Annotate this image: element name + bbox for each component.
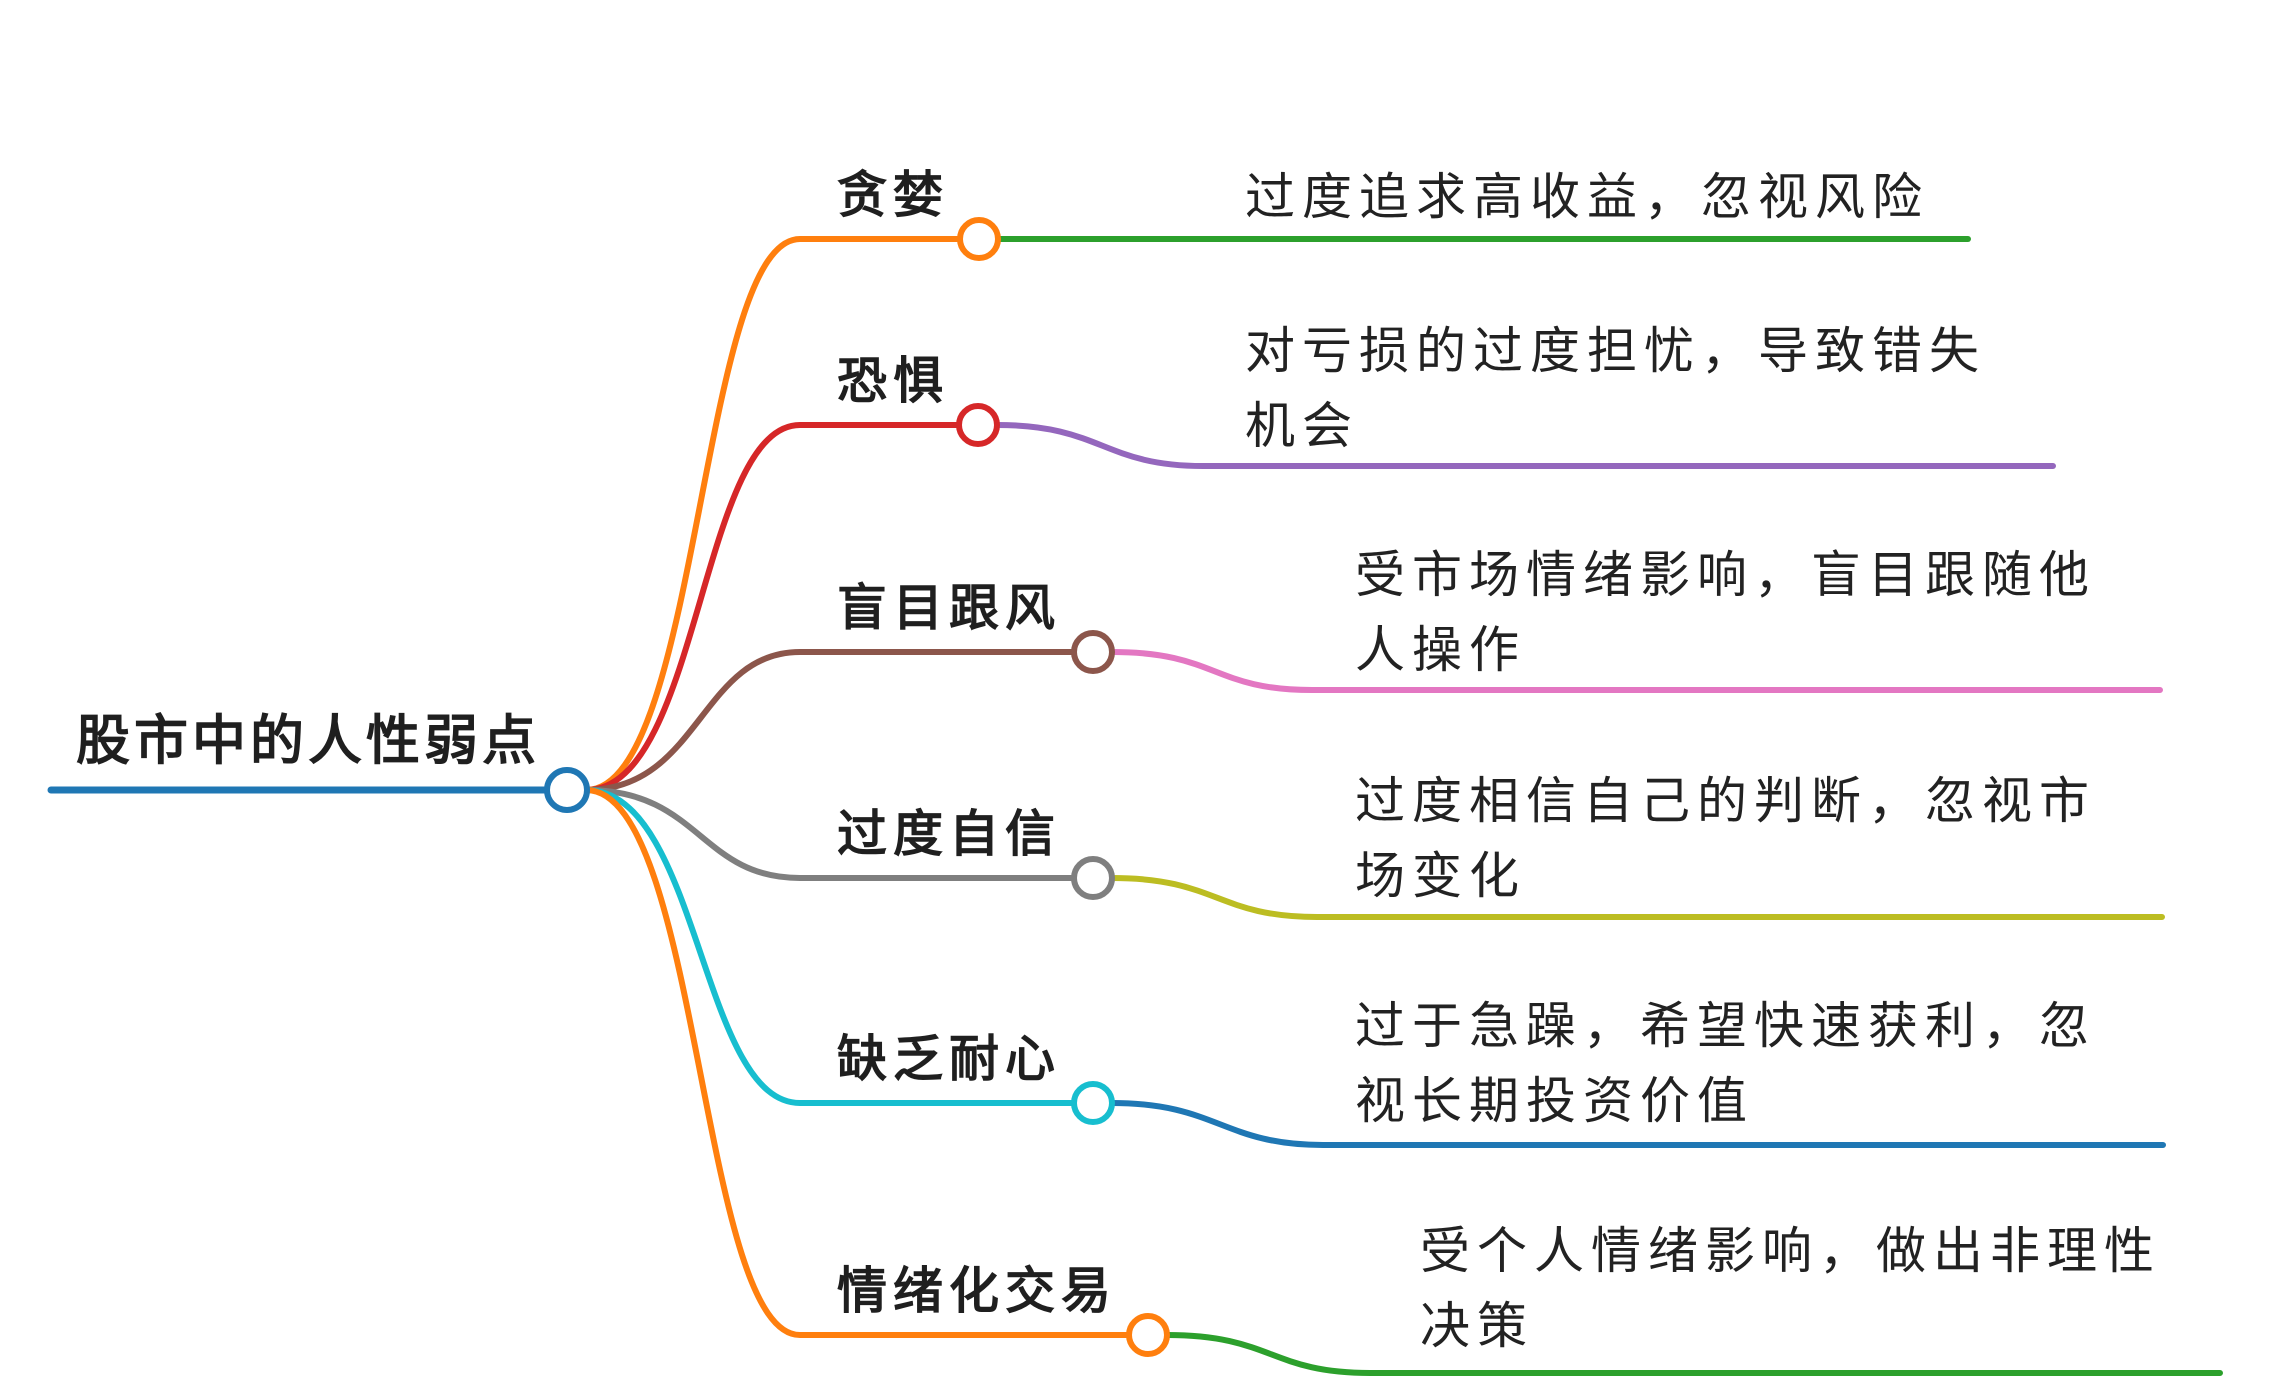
desc-herd-following-line1: 受市场情绪影响，盲目跟随他: [1355, 547, 2096, 603]
root-circle[interactable]: [544, 767, 590, 813]
branch-circle-overconfidence[interactable]: [1071, 856, 1115, 900]
branch-label-overconfidence: 过度自信: [837, 806, 1061, 862]
desc-greed-line1: 过度追求高收益，忽视风险: [1245, 169, 1929, 225]
branch-link-herd-following: [583, 649, 1096, 793]
desc-overconfidence-line2: 场变化: [1355, 848, 1526, 904]
leaf-link-overconfidence: [1109, 875, 2165, 920]
branch-link-emotional-trading: [583, 787, 1151, 1338]
branch-label-herd-following: 盲目跟风: [837, 580, 1061, 636]
desc-impatience-line1: 过于急躁，希望快速获利，忽: [1355, 998, 2096, 1054]
branch-label-greed: 贪婪: [837, 167, 949, 223]
branch-circle-emotional-trading[interactable]: [1126, 1313, 1170, 1357]
branch-label-fear: 恐惧: [837, 353, 949, 409]
desc-overconfidence-line1: 过度相信自己的判断，忽视市: [1355, 773, 2096, 829]
branch-link-fear: [583, 422, 981, 793]
desc-fear-line1: 对亏损的过度担忧，导致错失: [1245, 323, 1986, 379]
branch-circle-herd-following[interactable]: [1071, 630, 1115, 674]
branch-circle-impatience[interactable]: [1071, 1081, 1115, 1125]
branch-label-emotional-trading: 情绪化交易: [837, 1263, 1117, 1319]
leaf-link-impatience: [1109, 1100, 2166, 1148]
branch-link-greed: [583, 236, 982, 793]
leaf-link-fear: [994, 422, 2056, 469]
branch-circle-fear[interactable]: [956, 403, 1000, 447]
leaf-link-emotional-trading: [1164, 1332, 2223, 1376]
branch-link-overconfidence: [583, 787, 1096, 881]
branch-link-impatience: [583, 787, 1096, 1106]
branch-circle-greed[interactable]: [957, 217, 1001, 261]
desc-impatience-line2: 视长期投资价值: [1355, 1073, 1754, 1129]
desc-emotional-trading-line2: 决策: [1420, 1298, 1534, 1354]
desc-emotional-trading-line1: 受个人情绪影响，做出非理性: [1420, 1223, 2161, 1279]
root-node-label: 股市中的人性弱点: [76, 711, 540, 771]
branch-label-impatience: 缺乏耐心: [837, 1031, 1061, 1087]
desc-fear-line2: 机会: [1245, 398, 1359, 454]
desc-herd-following-line2: 人操作: [1355, 622, 1526, 678]
leaf-link-herd-following: [1109, 649, 2163, 693]
